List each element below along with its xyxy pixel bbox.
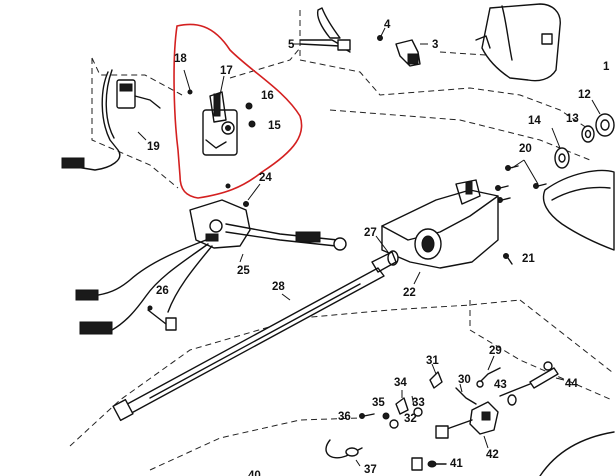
callout-42: 42: [486, 449, 499, 461]
callout-5: 5: [288, 39, 295, 51]
lower-cover: [542, 169, 615, 251]
screw-24: [225, 183, 261, 207]
cable-37: [325, 439, 363, 467]
callout-44: 44: [565, 378, 578, 390]
screw-36: [359, 413, 375, 419]
rod-44: [499, 361, 565, 397]
callout-27: 27: [364, 227, 377, 239]
callout-12: 12: [578, 89, 591, 101]
callout-28: 28: [272, 281, 285, 293]
curved-cover-lower-right: [539, 431, 615, 476]
parts-32-35: [382, 390, 423, 429]
cam-14: [551, 127, 570, 169]
callout-37: 37: [364, 464, 377, 476]
link-29: [476, 355, 501, 388]
callout-30: 30: [458, 374, 471, 386]
callout-1: 1: [603, 61, 610, 73]
harness-connector-19: [61, 69, 161, 171]
column-housing-22: [381, 179, 499, 285]
steering-shaft-28: [112, 251, 397, 422]
switch-assembly-15-18: [183, 69, 256, 156]
partial-label-cut: 40: [248, 470, 261, 476]
callout-41: 41: [450, 458, 463, 470]
dashed-outline-lower: [69, 299, 613, 471]
callout-13: 13: [566, 113, 579, 125]
svg-text:40: 40: [248, 470, 261, 476]
pin-30: [455, 383, 477, 405]
callout-14: 14: [528, 115, 541, 127]
connector-26: [147, 305, 177, 331]
callout-34: 34: [394, 377, 407, 389]
screws-20: [495, 159, 547, 203]
highlight-outline: [173, 23, 303, 199]
callout-labels: 1 3 4 5 12 13 14 15 16 17 18 19 20 21 22…: [147, 19, 610, 476]
callout-17: 17: [220, 65, 233, 77]
callout-31: 31: [426, 355, 439, 367]
screw-4: [377, 27, 386, 41]
clip-41: [411, 457, 447, 471]
turn-signal-lever-5: [292, 7, 351, 53]
callout-36: 36: [338, 411, 351, 423]
callout-21: 21: [522, 253, 535, 265]
callout-22: 22: [403, 287, 416, 299]
callout-18: 18: [174, 53, 187, 65]
washer-43: [507, 394, 517, 406]
callout-24: 24: [259, 172, 272, 184]
lock-42: [435, 401, 499, 449]
column-cover-1: [475, 3, 561, 82]
callout-35: 35: [372, 397, 385, 409]
screw-21: [503, 253, 513, 265]
spring-13: [581, 125, 595, 143]
bearing-12: [591, 99, 615, 137]
callout-29: 29: [489, 345, 502, 357]
callout-33: 33: [412, 397, 425, 409]
callout-19: 19: [147, 141, 160, 153]
callout-15: 15: [268, 120, 281, 132]
switch-housing-25: [189, 199, 347, 263]
callout-25: 25: [237, 265, 250, 277]
callout-4: 4: [384, 19, 391, 31]
callout-20: 20: [519, 143, 532, 155]
lever-boot-3: [395, 39, 428, 67]
callout-26: 26: [156, 285, 169, 297]
switch-wiring: [75, 239, 213, 335]
callout-32: 32: [404, 413, 417, 425]
bracket-31: [429, 363, 443, 389]
callout-3: 3: [432, 39, 438, 51]
callout-43: 43: [494, 379, 507, 391]
callout-16: 16: [261, 90, 274, 102]
